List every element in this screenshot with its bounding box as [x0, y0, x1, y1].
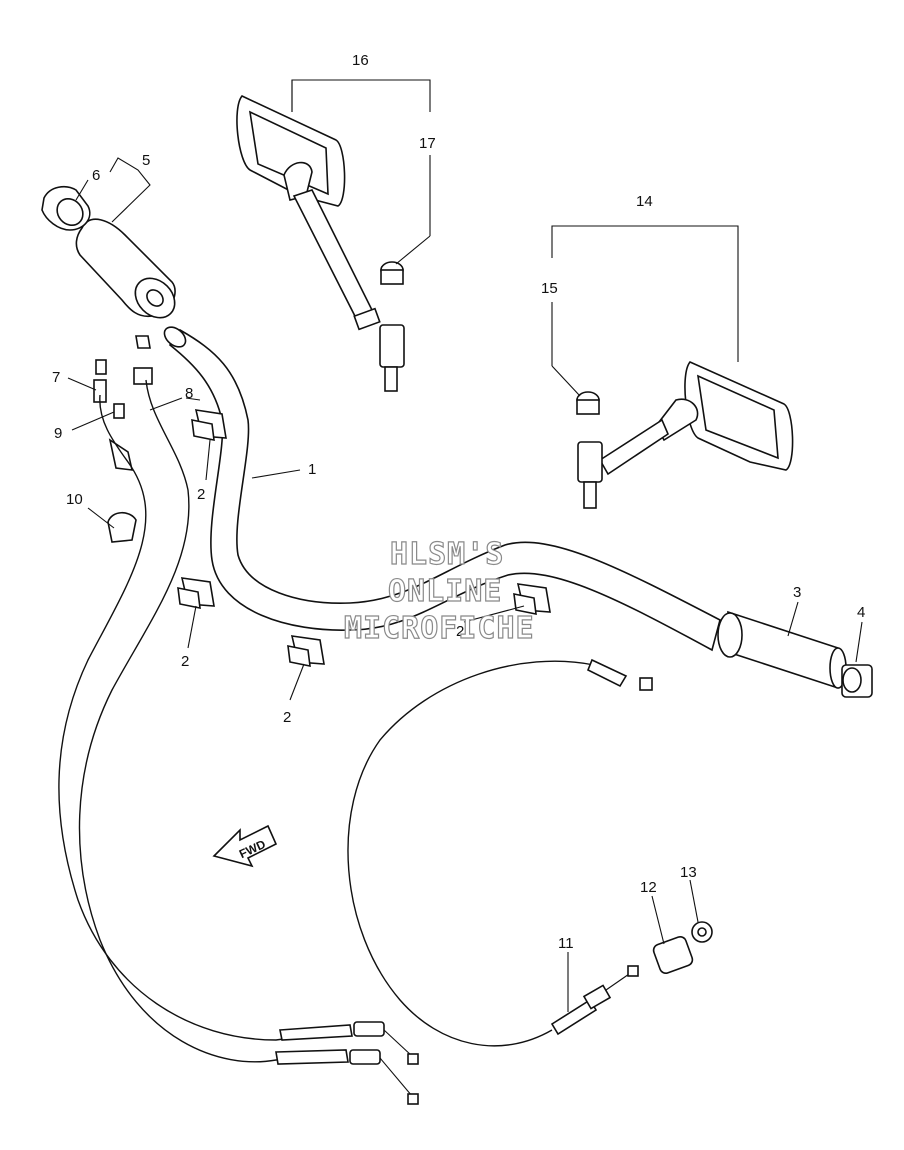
- callout-12: 12: [640, 879, 657, 896]
- cable-clamp-4: [513, 583, 551, 616]
- cable-clamp-2: [177, 577, 215, 610]
- callout-2: 2: [283, 709, 291, 726]
- right-mirror-assembly: [576, 361, 794, 509]
- callout-2: 2: [181, 653, 189, 670]
- cable-clamp-1: [191, 409, 227, 442]
- watermark-line-1: HLSM'S: [390, 537, 504, 572]
- callout-2: 2: [197, 486, 205, 503]
- callout-4: 4: [857, 604, 865, 621]
- left-grip-assembly: [41, 185, 176, 319]
- watermark: HLSM'S ONLINE MICROFICHE: [343, 536, 535, 646]
- callout-5: 5: [142, 152, 150, 169]
- callout-9: 9: [54, 425, 62, 442]
- cable-guide-parts: [93, 335, 153, 543]
- callout-6: 6: [92, 167, 100, 184]
- callout-16: 16: [352, 52, 369, 69]
- callout-14: 14: [636, 193, 653, 210]
- callout-15: 15: [541, 280, 558, 297]
- leader-lines: [67, 79, 863, 1012]
- watermark-line-3: MICROFICHE: [344, 611, 535, 646]
- adjuster-parts: [652, 921, 713, 975]
- callout-7: 7: [52, 369, 60, 386]
- forward-direction-arrow: FWD: [212, 824, 278, 868]
- callout-1: 1: [308, 461, 316, 478]
- callout-3: 3: [793, 584, 801, 601]
- callout-17: 17: [419, 135, 436, 152]
- left-mirror-assembly: [236, 95, 405, 392]
- handlebar: [163, 326, 721, 652]
- callout-2: 2: [456, 623, 464, 640]
- watermark-line-2: ONLINE: [388, 574, 502, 609]
- clutch-cable: [347, 658, 653, 1047]
- right-grip-assembly: [717, 610, 873, 698]
- callout-11: 11: [558, 935, 574, 952]
- callout-10: 10: [66, 491, 83, 508]
- throttle-cables: [58, 379, 419, 1105]
- callout-13: 13: [680, 864, 697, 881]
- cable-clamp-3: [287, 635, 325, 668]
- callout-8: 8: [185, 385, 193, 402]
- callout-labels: 1 2 2 2 2 3 4 5 6 7 8 9 10 11 12 13 14 1…: [52, 52, 865, 952]
